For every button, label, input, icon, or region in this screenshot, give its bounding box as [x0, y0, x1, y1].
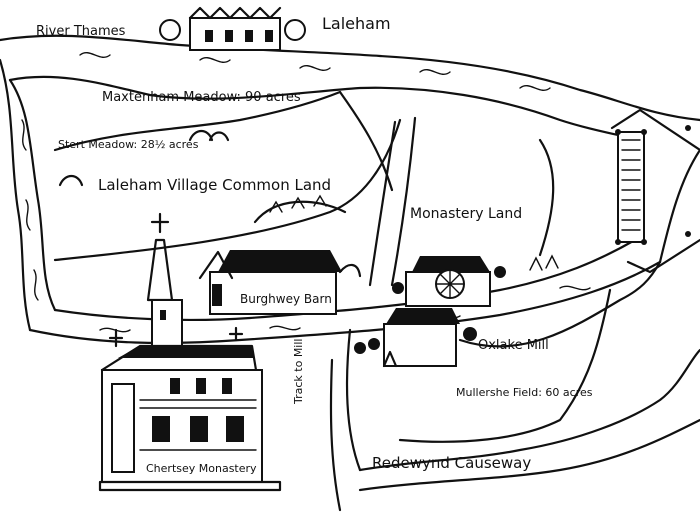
label-redewynd-causeway: Redewynd Causeway [372, 454, 532, 472]
label-track-to-mill: Track to Mill [292, 338, 305, 404]
label-burghwey-barn: Burghwey Barn [238, 292, 334, 306]
field-boundaries [53, 90, 700, 512]
label-village-common: Laleham Village Common Land [98, 176, 332, 194]
laleham-town [159, 6, 306, 51]
label-chertsey-monastery: Chertsey Monastery [144, 462, 259, 475]
label-maxtenham-meadow: Maxtenham Meadow: 90 acres [102, 90, 301, 105]
label-oxlake-mill: Oxlake Mill [478, 338, 549, 353]
label-river-thames: River Thames [36, 24, 126, 39]
oxlake-mill-building [354, 308, 477, 368]
label-monastery-land: Monastery Land [410, 206, 523, 222]
label-stert-meadow: Stert Meadow: 28½ acres [58, 138, 199, 151]
bridge [610, 108, 700, 274]
monastery-farm [392, 256, 506, 307]
label-laleham: Laleham [322, 14, 391, 33]
label-mullershe-field: Mullershe Field: 60 acres [456, 386, 593, 399]
